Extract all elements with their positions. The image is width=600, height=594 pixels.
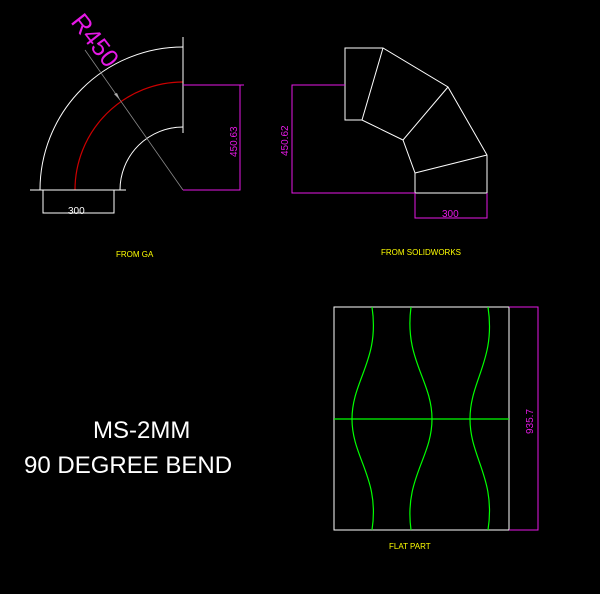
flat-caption: FLAT PART — [389, 542, 431, 551]
segmented-elbow-outline — [344, 47, 488, 194]
height-dim-lines — [183, 84, 241, 191]
segment-joint-1 — [361, 47, 384, 121]
ga-caption: FROM GA — [116, 250, 154, 259]
flat-height-dim-lines — [509, 306, 539, 531]
segment-joint-3 — [414, 154, 488, 174]
ga-height-label: 450.63 — [229, 126, 240, 157]
width-dim-lines — [42, 190, 115, 214]
flat-bend-curve-2 — [409, 306, 433, 531]
elbow-centerline-arc — [74, 81, 184, 191]
ga-width-label: 300 — [68, 206, 85, 217]
elbow-view-from-ga — [30, 37, 244, 214]
radius-label: R450 — [65, 8, 124, 72]
sw-width-label: 300 — [442, 209, 459, 220]
spec-material: MS-2MM — [93, 417, 190, 444]
flat-bend-curve-1 — [351, 306, 374, 531]
radius-arrow-icon — [114, 93, 120, 100]
flat-part-view — [333, 306, 539, 531]
spec-bend: 90 DEGREE BEND — [24, 452, 232, 479]
sw-caption: FROM SOLIDWORKS — [381, 248, 461, 257]
elbow-outer-arc — [39, 46, 184, 191]
elbow-view-from-solidworks — [291, 47, 488, 219]
elbow-inner-arc — [119, 126, 184, 191]
flat-height-label: 935.7 — [525, 409, 536, 434]
sw-width-dim-lines — [414, 193, 488, 219]
sw-height-dim-lines — [291, 84, 415, 194]
flat-bend-curve-3 — [469, 306, 491, 531]
segment-joint-2 — [402, 86, 449, 141]
sw-height-label: 450.62 — [280, 125, 291, 156]
radius-leader-line — [84, 49, 184, 191]
